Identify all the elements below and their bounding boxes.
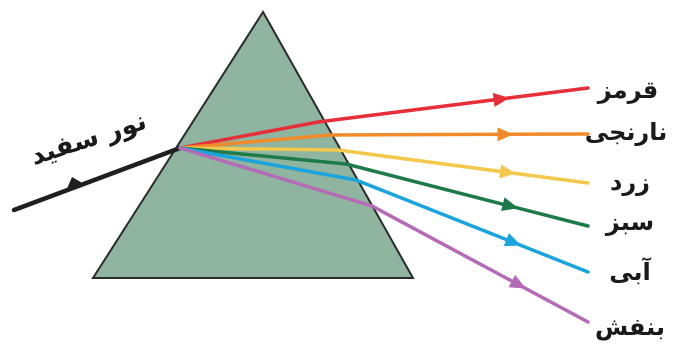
ray-yellow xyxy=(338,150,588,183)
arrow-violet-icon xyxy=(509,275,530,295)
white-light-label: نور سفید xyxy=(27,106,150,172)
prism xyxy=(93,12,413,278)
arrow-yellow-icon xyxy=(499,164,517,180)
label-blue: آبی xyxy=(609,257,651,286)
ray-green xyxy=(346,164,588,226)
ray-red xyxy=(318,88,588,122)
arrow-blue-icon xyxy=(504,233,524,252)
arrow-orange-icon xyxy=(497,127,513,141)
label-violet: بنفش xyxy=(595,313,665,341)
label-green: سبز xyxy=(605,208,654,236)
label-orange: نارنجی xyxy=(585,118,667,146)
label-red: قرمز xyxy=(597,76,658,104)
arrow-red-icon xyxy=(493,91,511,107)
label-yellow: زرد xyxy=(610,168,650,196)
ray-orange xyxy=(330,134,588,135)
